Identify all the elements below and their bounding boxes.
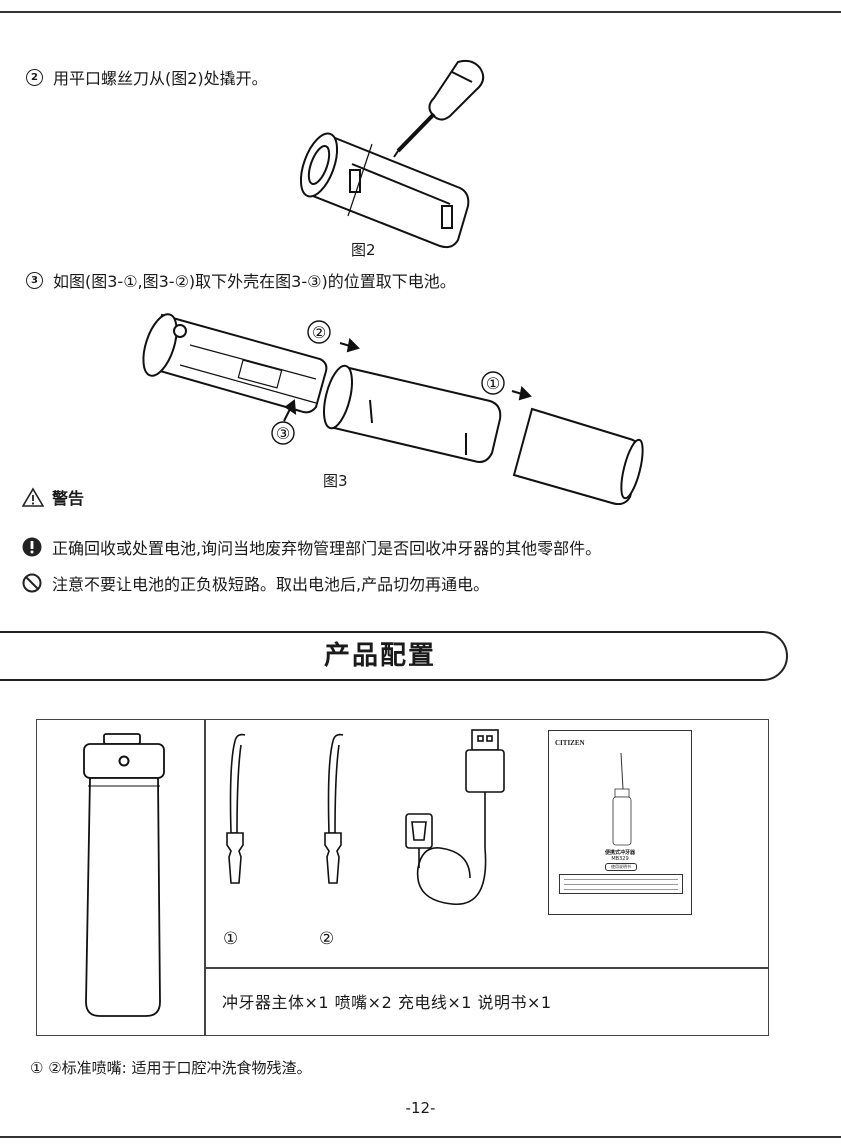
arrow-icon [283, 337, 532, 422]
device-core-icon [142, 313, 328, 414]
outer-cover-icon [512, 407, 644, 505]
manual-subtitle: 使用说明书 [605, 863, 637, 871]
step-2: 2 用平口螺丝刀从(图2)处撬开。 [26, 65, 268, 89]
warning-title: 警告 [52, 489, 85, 508]
callout-3: ③ [276, 424, 290, 443]
table-divider-vertical [204, 719, 206, 1036]
figure-3-caption: 图3 [323, 472, 348, 490]
table-divider-horizontal [204, 967, 769, 969]
nozzle-2-icon [324, 733, 344, 884]
warning-note-1: 正确回收或处置电池,询问当地废弃物管理部门是否回收冲牙器的其他零部件。 [22, 535, 601, 559]
page-number: -12- [405, 1099, 436, 1117]
package-table [36, 719, 769, 1036]
prohibited-icon [22, 573, 42, 593]
section-title: 产品配置 [323, 641, 436, 671]
step-3: 3 如图(图3-①,图3-②)取下外壳在图3-③)的位置取下电池。 [26, 268, 456, 292]
section-banner [0, 631, 788, 681]
warning-note-1-text: 正确回收或处置电池,询问当地废弃物管理部门是否回收冲牙器的其他零部件。 [52, 539, 602, 558]
nozzle-1-icon [226, 733, 246, 884]
exclamation-icon [22, 537, 42, 557]
shell-icon [323, 364, 502, 463]
callout-1: ① [486, 374, 500, 393]
manual-device-image [612, 752, 632, 846]
figure-2-caption: 图2 [351, 241, 376, 259]
manual-notice-box [559, 874, 683, 894]
step-2-text: 用平口螺丝刀从(图2)处撬开。 [53, 69, 268, 88]
top-rule [0, 11, 841, 13]
main-unit-icon [83, 733, 165, 1017]
figure-2-illustration [299, 59, 485, 249]
manual-model: MB329 [611, 856, 629, 862]
screwdriver-icon [393, 59, 485, 158]
warning-note-2: 注意不要让电池的正负极短路。取出电池后,产品切勿再通电。 [22, 571, 489, 595]
warning-triangle-icon [22, 487, 44, 507]
manual-product-name: 便携式冲牙器 [604, 850, 635, 856]
figure-3-illustration: ② ① ③ [142, 313, 644, 505]
step-3-text: 如图(图3-①,图3-②)取下外壳在图3-③)的位置取下电池。 [53, 272, 456, 291]
package-items-text: 冲牙器主体×1 喷嘴×2 充电线×1 说明书×1 [222, 993, 552, 1012]
manual-cover: CITIZEN 便携式冲牙器 MB329 使用说明书 [548, 730, 692, 915]
nozzle-2-label: ② [319, 929, 335, 949]
nozzle-1-label: ① [223, 929, 239, 949]
footnote: ① ②标准喷嘴: 适用于口腔冲洗食物残渣。 [30, 1059, 312, 1077]
charging-cable-icon [405, 729, 505, 905]
callout-labels: ② ① ③ [271, 320, 505, 445]
bottom-rule [0, 1136, 841, 1138]
warning-note-2-text: 注意不要让电池的正负极短路。取出电池后,产品切勿再通电。 [52, 575, 490, 594]
callout-2: ② [312, 323, 326, 342]
step-2-badge: 2 [26, 68, 43, 86]
step-3-badge: 3 [26, 271, 43, 289]
device-body-icon [299, 132, 470, 249]
manual-brand: CITIZEN [555, 739, 585, 747]
warning-heading: 警告 [22, 485, 84, 509]
